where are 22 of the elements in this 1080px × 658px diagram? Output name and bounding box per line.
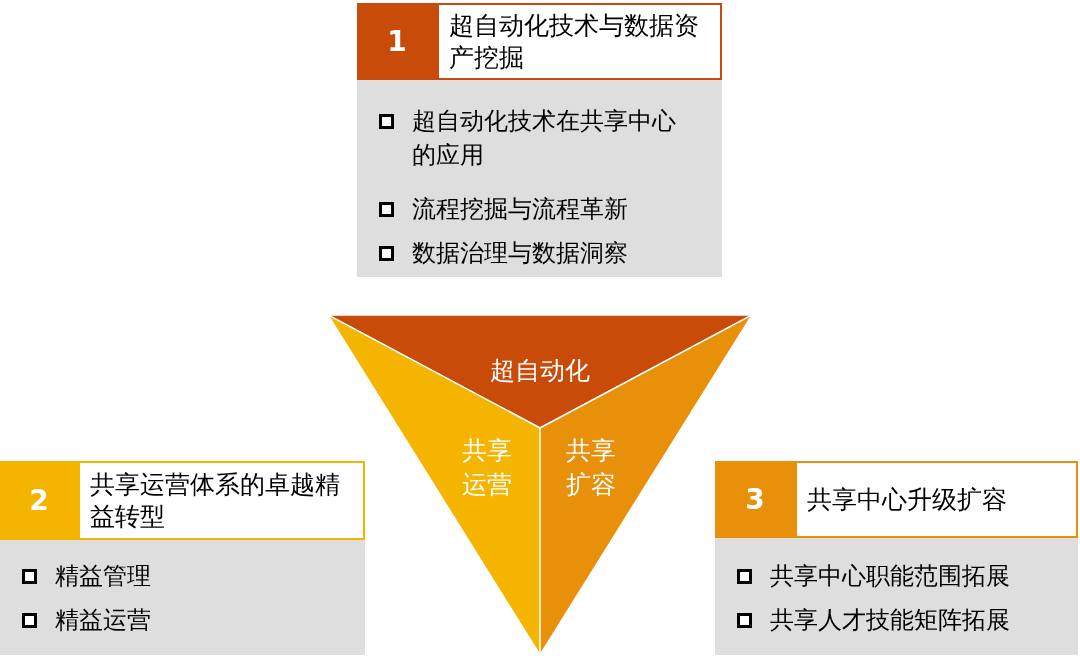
segment-label: 共享运营	[461, 435, 513, 501]
list-item: 数据治理与数据洞察	[412, 238, 628, 269]
header-box	[715, 461, 1078, 538]
list-panel	[0, 540, 365, 655]
list-item: 精益运营	[55, 605, 151, 636]
heading-label: 超自动化技术与数据资产挖掘	[437, 3, 722, 80]
header-box	[0, 461, 365, 540]
segment-label: 超自动化	[489, 355, 591, 387]
heading-label: 共享运营体系的卓越精益转型	[78, 461, 365, 540]
list-panel	[357, 80, 722, 277]
number-badge: 2	[0, 461, 78, 540]
list-item: 共享中心职能范围拓展	[770, 561, 1010, 592]
list-item: 超自动化技术在共享中心的应用	[412, 106, 677, 171]
list-panel	[715, 538, 1078, 655]
number-badge: 1	[357, 3, 437, 80]
heading-label: 共享中心升级扩容	[795, 461, 1078, 538]
segment-label: 共享扩容	[565, 435, 617, 501]
number-badge: 3	[715, 461, 795, 538]
list-item: 流程挖掘与流程革新	[412, 194, 628, 225]
header-box	[357, 3, 722, 80]
list-item: 精益管理	[55, 561, 151, 592]
list-item: 共享人才技能矩阵拓展	[770, 605, 1010, 636]
